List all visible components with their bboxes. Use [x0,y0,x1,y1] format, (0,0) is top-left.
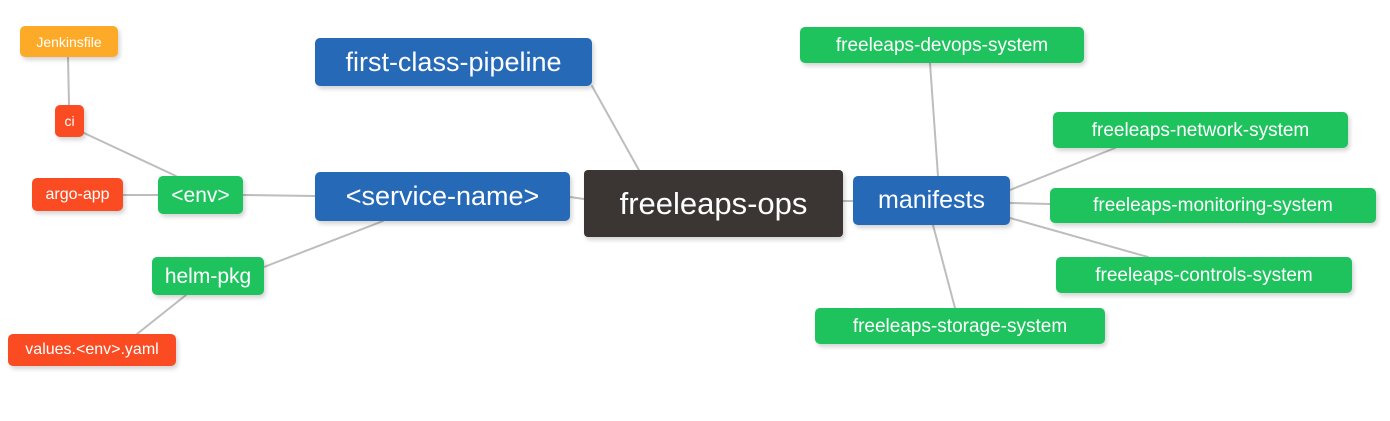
edge-service-name-to-env [242,194,316,197]
node-label: manifests [878,186,985,214]
node-freeleaps-network-system[interactable]: freeleaps-network-system [1053,112,1348,148]
node-label: first-class-pipeline [345,46,562,77]
node-freeleaps-storage-system[interactable]: freeleaps-storage-system [815,308,1105,344]
node-freeleaps-devops-system[interactable]: freeleaps-devops-system [800,27,1084,63]
node-label: freeleaps-network-system [1091,119,1310,141]
node-label: freeleaps-monitoring-system [1093,195,1333,216]
edge-service-name-to-helm-pkg [263,220,384,268]
node-label: freeleaps-devops-system [835,34,1049,56]
node-service-name[interactable]: <service-name> [315,172,570,221]
edge-manifests-to-devops-system [929,62,939,177]
node-label: argo-app [45,185,110,203]
edge-root-to-first-class-pipeline [591,85,641,173]
edge-manifests-to-storage-system [932,224,956,309]
node-label: values.<env>.yaml [25,341,159,358]
node-ci[interactable]: ci [55,105,84,137]
node-label: ci [64,113,75,129]
node-freeleaps-ops[interactable]: freeleaps-ops [584,170,843,237]
edge-env-to-ci [83,132,177,177]
node-freeleaps-monitoring-system[interactable]: freeleaps-monitoring-system [1050,188,1376,223]
edge-helm-pkg-to-values-yaml [136,294,187,335]
node-label: <service-name> [345,181,540,211]
node-freeleaps-controls-system[interactable]: freeleaps-controls-system [1056,257,1352,293]
node-label: freeleaps-ops [619,186,808,221]
node-first-class-pipeline[interactable]: first-class-pipeline [315,38,592,86]
node-helm-pkg[interactable]: helm-pkg [152,257,264,295]
edge-manifests-to-monitoring-system [1009,202,1051,205]
node-label: freeleaps-storage-system [852,315,1068,337]
node-label: Jenkinsfile [36,33,102,50]
edge-manifests-to-network-system [1009,147,1116,191]
node-label: freeleaps-controls-system [1095,264,1313,286]
node-jenkinsfile[interactable]: Jenkinsfile [20,26,118,57]
node-values-yaml[interactable]: values.<env>.yaml [8,334,176,366]
edge-ci-to-jenkinsfile [67,56,70,106]
edge-manifests-to-controls-system [1009,217,1149,258]
node-argo-app[interactable]: argo-app [32,178,123,211]
node-label: helm-pkg [164,264,252,288]
node-label: <env> [171,183,230,207]
node-manifests[interactable]: manifests [853,176,1010,225]
node-env[interactable]: <env> [158,176,243,214]
edge-root-to-service-name [569,196,585,200]
